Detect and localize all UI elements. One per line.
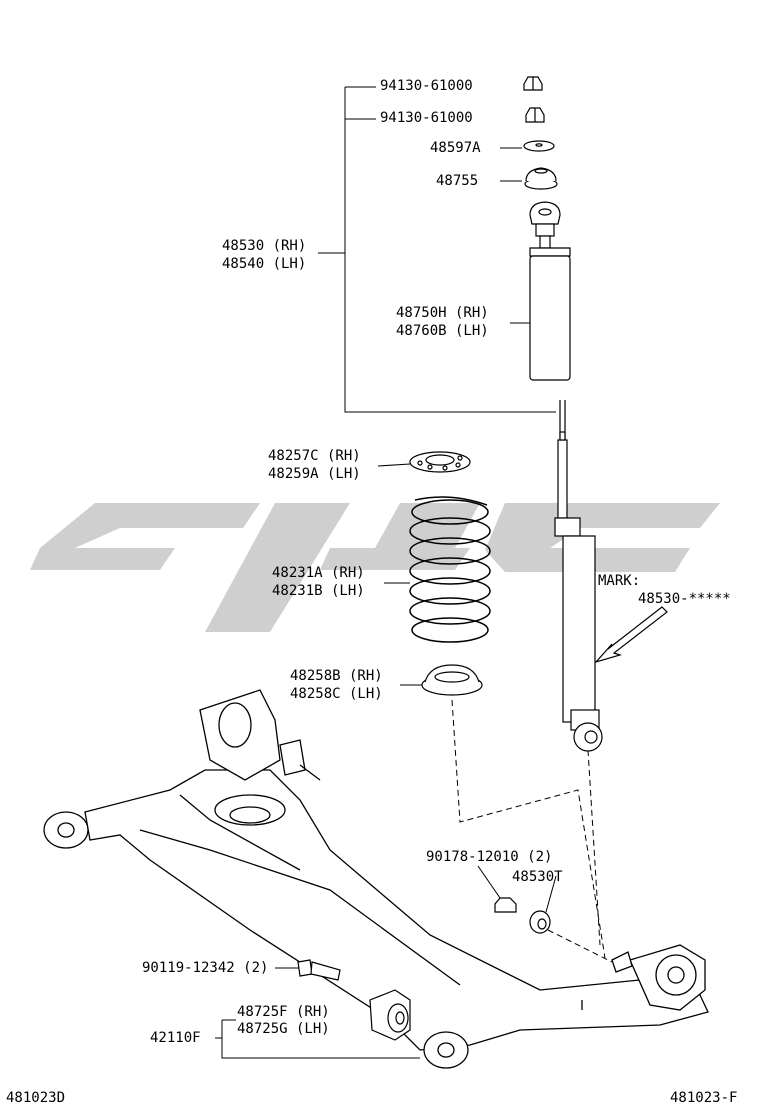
part-number-coil-spring-rh: 48231A (RH) [272,565,365,581]
shock-absorber [529,201,603,752]
part-number-upper-insulator-rh: 48257C (RH) [268,448,361,464]
lower-insulator [421,664,483,696]
part-number-nut-second: 94130-61000 [380,110,473,126]
guide-lines [451,699,613,963]
part-number-axle-bushing-rh: 48725F (RH) [237,1004,330,1020]
second-nut [525,107,545,123]
part-number-nut-top: 94130-61000 [380,78,473,94]
part-number-lower-nut: 90178-12010 (2) [426,849,553,865]
mark-arrow [594,606,668,664]
part-number-lower-insulator-lh: 48258C (LH) [290,686,383,702]
footer-diagram-code-right: 481023-F [670,1090,738,1106]
part-number-bushing: 48530T [512,869,563,885]
part-number-shock-assy-rh: 48530 (RH) [222,238,307,254]
part-number-mount-cushion: 48755 [436,173,479,189]
upper-nut [523,76,543,91]
part-number-washer: 48597A [430,140,481,156]
part-number-shock-cover-lh: 48760B (LH) [396,323,489,339]
leader-lines [215,86,557,1059]
part-number-shock-cover-rh: 48750H (RH) [396,305,489,321]
part-number-axle-bushing-lh: 48725G (LH) [237,1021,330,1037]
bushing-48530t [529,910,551,934]
lower-nut [494,897,517,913]
upper-insulator [409,451,471,473]
part-number-shock-assy-lh: 48540 (LH) [222,256,307,272]
mount-cushion [524,167,558,190]
watermark-logo [30,503,720,632]
mark-part-number: 48530-***** [638,591,731,607]
part-number-axle-beam: 42110F [150,1030,201,1046]
part-number-coil-spring-lh: 48231B (LH) [272,583,365,599]
part-number-upper-insulator-lh: 48259A (LH) [268,466,361,482]
part-number-bolt: 90119-12342 (2) [142,960,269,976]
footer-diagram-code-left: 481023D [6,1090,66,1106]
mark-label: MARK: [598,573,641,589]
axle-bushing [369,989,411,1041]
bolt [297,959,341,981]
coil-spring [409,496,491,643]
part-number-lower-insulator-rh: 48258B (RH) [290,668,383,684]
axle-beam [43,689,709,1069]
washer [523,140,555,152]
